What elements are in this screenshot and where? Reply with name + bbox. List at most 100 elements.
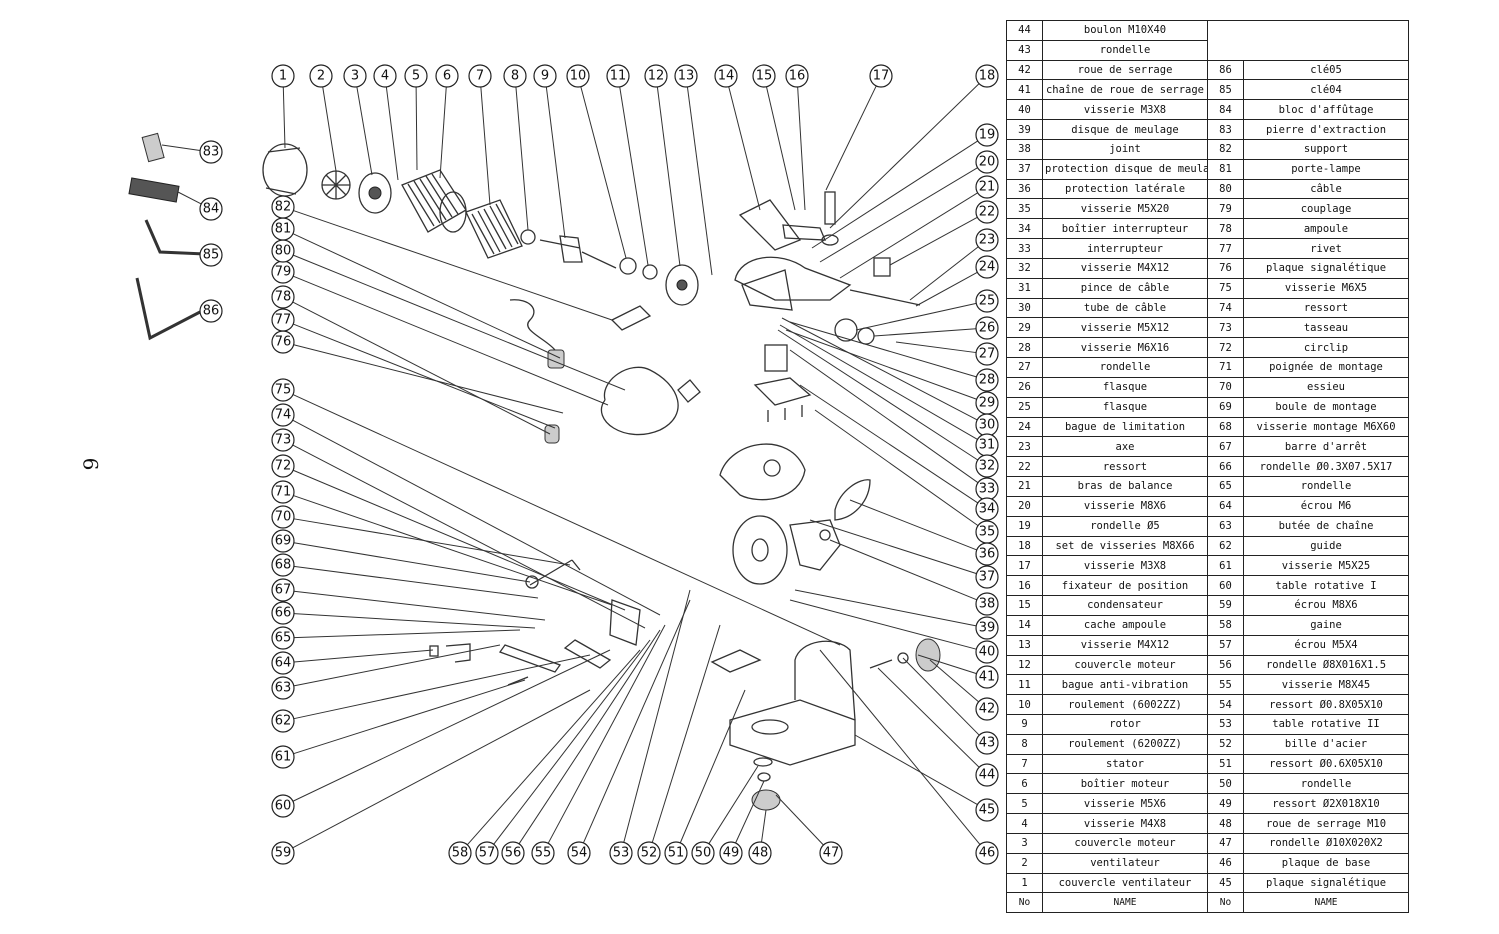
part-number: 67	[1207, 436, 1244, 458]
callout-52: 52	[637, 841, 661, 865]
part-name: ressort Ø2X018X10	[1243, 793, 1409, 815]
callout-67: 67	[271, 578, 295, 602]
part-name: ressort Ø0.6X05X10	[1243, 753, 1409, 775]
part-name: cache ampoule	[1042, 614, 1208, 636]
callout-22: 22	[975, 200, 999, 224]
callout-circle	[271, 626, 295, 650]
part-name: ampoule	[1243, 218, 1409, 240]
leader-line-7	[480, 86, 491, 206]
leader-line-59	[292, 689, 591, 849]
callout-label: 44	[979, 768, 996, 783]
callout-label: 1	[279, 69, 287, 84]
callout-label: 18	[979, 69, 996, 84]
part-name: stator	[1042, 753, 1208, 775]
callout-69: 69	[271, 529, 295, 553]
callout-65: 65	[271, 626, 295, 650]
part-number: 45	[1207, 872, 1244, 894]
callout-label: 86	[203, 304, 220, 319]
callout-circle	[975, 454, 999, 478]
callout-63: 63	[271, 676, 295, 700]
callout-label: 21	[979, 180, 996, 195]
leader-line-30	[781, 317, 978, 421]
callout-label: 58	[452, 846, 469, 861]
part-name: protection disque de meulage	[1042, 158, 1208, 180]
leader-line-75	[292, 394, 841, 646]
callout-circle	[271, 709, 295, 733]
part-nut-64	[429, 645, 439, 657]
leader-line-67	[293, 590, 546, 621]
part-name: roulement (6200ZZ)	[1042, 733, 1208, 755]
part-mounting-ball	[525, 575, 539, 589]
callout-77: 77	[271, 308, 295, 332]
callout-circle	[271, 64, 295, 88]
callout-circle	[373, 64, 397, 88]
leader-line-70	[293, 518, 571, 566]
part-number: 6	[1006, 773, 1043, 795]
part-number: 60	[1207, 575, 1244, 597]
leader-line-63	[293, 644, 501, 687]
part-name: rondelle	[1243, 476, 1409, 497]
part-name: rondelle Ø8X016X1.5	[1243, 654, 1409, 676]
part-screw-61	[507, 676, 529, 686]
callout-label: 5	[412, 69, 420, 84]
callout-circle	[503, 64, 527, 88]
part-name: bille d'acier	[1243, 733, 1409, 755]
callout-70: 70	[271, 505, 295, 529]
part-number: 27	[1006, 357, 1043, 378]
part-flange-25	[834, 318, 858, 342]
part-switch-plate	[753, 377, 812, 406]
part-name: table rotative I	[1243, 575, 1409, 597]
leader-line-21	[839, 192, 978, 279]
callout-13: 13	[674, 64, 698, 88]
part-number: 57	[1207, 634, 1244, 656]
leader-line-76	[293, 344, 564, 414]
part-name: tasseau	[1243, 317, 1409, 339]
callout-51: 51	[664, 841, 688, 865]
callout-circle	[975, 497, 999, 521]
part-stator-windings	[471, 203, 519, 255]
part-number: 61	[1207, 555, 1244, 577]
callout-label: 24	[979, 260, 996, 275]
callout-43: 43	[975, 731, 999, 755]
callout-circle	[271, 505, 295, 529]
callout-75: 75	[271, 378, 295, 402]
callout-5: 5	[404, 64, 428, 88]
callout-circle	[975, 342, 999, 366]
callout-circle	[819, 841, 843, 865]
callout-label: 47	[823, 846, 840, 861]
part-number: 40	[1006, 99, 1043, 121]
callout-circle	[271, 454, 295, 478]
callout-label: 38	[979, 597, 996, 612]
leader-line-34	[799, 384, 979, 504]
callout-33: 33	[975, 477, 999, 501]
callout-26: 26	[975, 316, 999, 340]
callout-label: 31	[979, 438, 996, 453]
callout-40: 40	[975, 640, 999, 664]
callout-circle	[714, 64, 738, 88]
callout-label: 22	[979, 205, 996, 220]
part-number: 21	[1006, 476, 1043, 497]
part-number: 79	[1207, 198, 1244, 220]
part-name: bague de limitation	[1042, 416, 1208, 438]
callout-68: 68	[271, 553, 295, 577]
callout-label: 52	[641, 846, 658, 861]
part-guard-wedge	[834, 479, 871, 521]
callout-circle	[869, 64, 893, 88]
part-number: 24	[1006, 416, 1043, 438]
leader-line-15	[765, 86, 796, 211]
callout-17: 17	[869, 64, 893, 88]
leader-lines	[161, 83, 981, 849]
part-bearing-8	[520, 229, 536, 245]
part-number: 52	[1207, 733, 1244, 755]
